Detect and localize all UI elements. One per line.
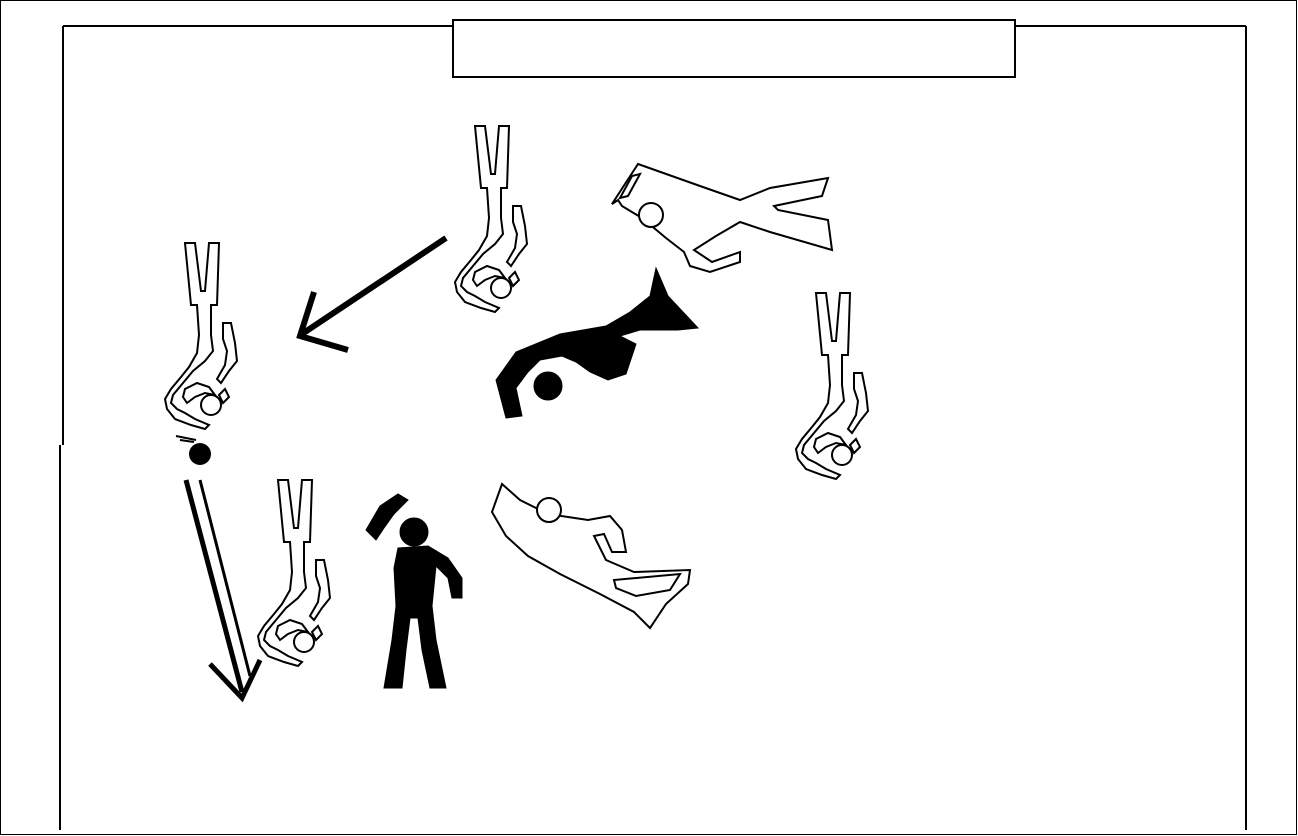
player-solid-standing [365, 493, 463, 689]
player-outline-right [795, 292, 869, 480]
player-outline-bottom-left [257, 479, 331, 667]
pass-arrow [296, 235, 448, 353]
player-outline-left [164, 242, 238, 430]
player-outline-top-right [611, 162, 834, 274]
player-solid-lying [495, 266, 700, 419]
ball-motion-lines [175, 435, 197, 443]
court-boundary [59, 25, 1247, 830]
player-outline-center-lower [490, 482, 692, 630]
run-arrow [183, 479, 263, 703]
net-box [452, 19, 1016, 78]
ball [189, 443, 211, 465]
player-outline-top-center [454, 125, 528, 313]
